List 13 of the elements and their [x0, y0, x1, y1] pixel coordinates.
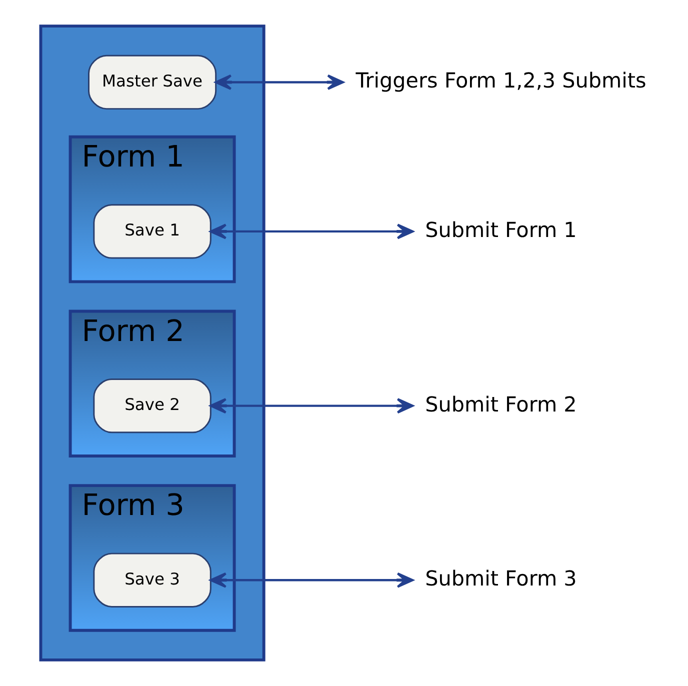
arrow: [210, 224, 414, 240]
node-text: Submit Form 2: [425, 392, 577, 416]
node-text: Triggers Form 1,2,3 Submits: [356, 68, 646, 93]
arrow: [210, 572, 414, 588]
node-box: Save 3: [93, 552, 212, 608]
cluster: [39, 24, 266, 662]
arrow: [214, 74, 344, 90]
node-box: Save 1: [93, 204, 212, 259]
node-box: Master Save: [88, 54, 217, 110]
arrow: [210, 398, 414, 414]
node-text: Submit Form 3: [425, 566, 577, 591]
node-box: Save 2: [93, 378, 212, 434]
node-text: Submit Form 1: [425, 218, 577, 242]
